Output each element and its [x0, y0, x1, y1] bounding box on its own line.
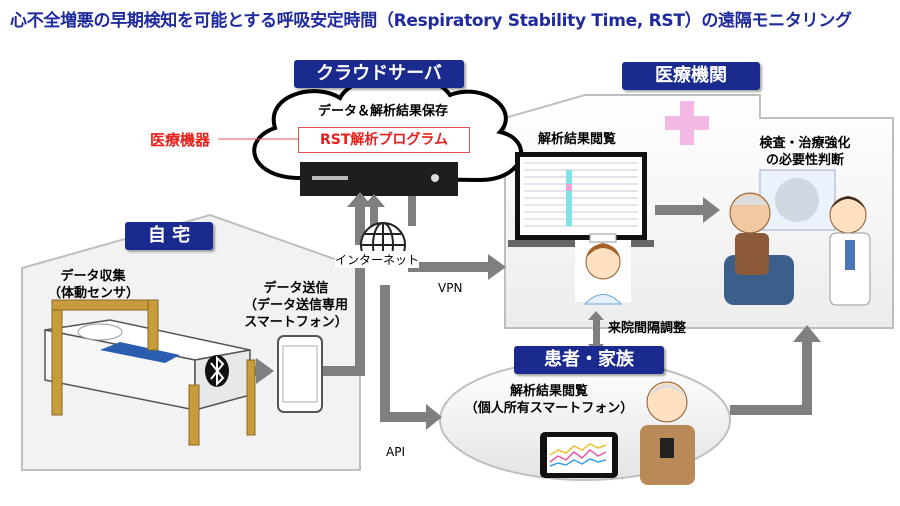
visit-interval-label: 来院間隔調整: [608, 321, 687, 336]
elderly-patient-illustration: [640, 381, 695, 485]
hospital-review-label: 解析結果閲覧: [537, 132, 616, 147]
bed-illustration: [44, 299, 256, 446]
doctor-patient-illustration: [724, 169, 871, 306]
judgement-label-1: 検査・治療強化: [759, 136, 851, 151]
page-title: 心不全増悪の早期検知を可能とする呼吸安定時間（Respiratory Stabi…: [10, 11, 852, 31]
data-send-label: データ送信: [263, 281, 329, 296]
data-send-phone-label-1: （データ送信専用: [243, 298, 348, 313]
server-icon: [300, 162, 458, 196]
family-review-label: 解析結果閲覧: [509, 384, 588, 399]
home-smartphone-icon: [277, 335, 323, 413]
hospital-label: 医療機関: [622, 62, 760, 90]
cloud-server-label: クラウドサーバ: [294, 60, 464, 88]
home-label: 自 宅: [125, 222, 213, 250]
vpn-label: VPN: [438, 281, 463, 295]
body-motion-sensor-label: （体動センサ）: [48, 286, 140, 301]
internet-label: インターネット: [335, 251, 420, 268]
personal-phone-label: （個人所有スマートフォン）: [464, 401, 634, 416]
storage-label: データ＆解析結果保存: [317, 104, 448, 119]
rst-program-box: RST解析プログラム: [298, 127, 470, 153]
patient-family-label: 患者・家族: [514, 346, 664, 374]
results-monitor-icon: [508, 152, 654, 247]
medical-device-label: 医療機器: [150, 131, 211, 149]
data-collect-label: データ収集: [60, 269, 126, 284]
hospital-cross-icon: [665, 101, 709, 145]
data-send-phone-label-2: スマートフォン）: [244, 315, 348, 330]
family-tablet-icon: [540, 432, 618, 478]
nurse-illustration: [575, 233, 631, 305]
bluetooth-icon: [205, 355, 229, 387]
judgement-label-2: の必要性判断: [765, 153, 844, 168]
flow-arrows: [178, 192, 821, 430]
api-label: API: [386, 445, 405, 459]
